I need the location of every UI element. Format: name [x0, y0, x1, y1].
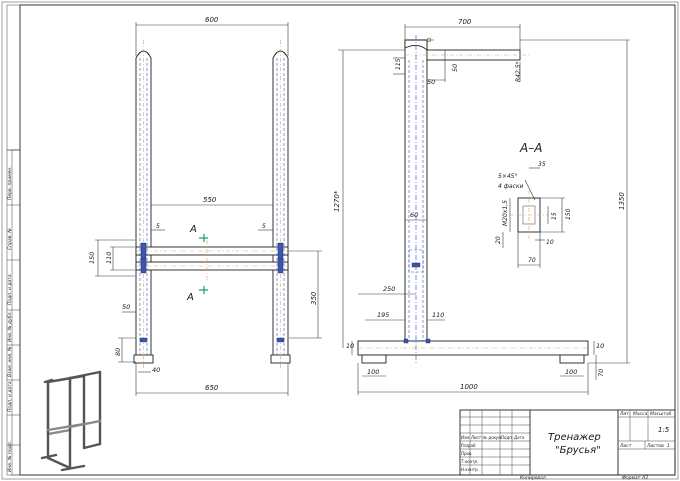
strip-label-5: Взам. инв. № [7, 346, 13, 377]
dim-80: 80 [114, 348, 122, 356]
sheet-label: Лист [619, 443, 632, 449]
row-razrab: Разраб. [461, 443, 477, 448]
drawing-title: Тренажер [548, 432, 601, 443]
dim-5b: 5 [262, 223, 266, 230]
strip-label-6: Подп. и дата [7, 381, 13, 412]
sheets-value: 1 [667, 443, 670, 449]
dim-250: 250 [383, 285, 395, 293]
format-label: Формат [622, 475, 641, 481]
dim-1270: 1270* [333, 190, 341, 212]
dim-350: 350 [310, 291, 318, 305]
section-aa-label: А–А [519, 141, 542, 155]
section-dim-20: 20 [495, 236, 502, 244]
dim-40: 40 [152, 366, 160, 374]
dim-50a: 50 [451, 64, 459, 72]
row-tkontr: Т.контр. [461, 459, 478, 464]
copied-label: Копировал [520, 475, 546, 481]
section-dim-10: 10 [546, 239, 554, 246]
dim-600: 600 [205, 16, 219, 24]
sheets-label: Листов [646, 443, 664, 449]
section-chamfer: 5×45° [498, 173, 517, 180]
dim-70: 70 [597, 369, 605, 377]
section-dim-m20: M20x1,5 [502, 200, 509, 226]
section-dim-15: 15 [551, 212, 558, 220]
dim-50: 50 [122, 303, 130, 311]
dim-r425: R42,5* [515, 61, 522, 82]
title-block: Изм. Разраб. Пров. Т.контр. Н.контр. Лис… [459, 409, 676, 481]
dim-10b: 10 [596, 342, 604, 350]
section-dim-150: 150 [565, 208, 572, 220]
section-dim-70: 70 [528, 257, 536, 264]
left-strip: Перв. примен. Справ. № Подп. и дата Инв.… [6, 4, 21, 476]
row-prov: Пров. [461, 451, 473, 456]
dim-550: 550 [203, 196, 217, 204]
strip-label-7: Инв. № подл. [7, 441, 13, 472]
section-aa: А–А 35 5×45° 4 фаски M20x1,5 20 15 150 1… [495, 141, 572, 268]
foot-right [559, 354, 585, 364]
dim-110: 110 [105, 252, 113, 264]
section-mark-top: А [189, 224, 197, 235]
scale-value: 1:5 [658, 426, 670, 434]
format-value: A3 [641, 475, 648, 481]
side-view: 700 50 50 115 R42,5* 1270* 1350 60 250 1… [333, 18, 630, 395]
strip-label-1: Перв. примен. [7, 166, 13, 200]
strip-label-4: Инв. № дубл. [7, 311, 13, 342]
row-nkontr: Н.контр. [461, 467, 479, 472]
row-izm: Изм. [461, 435, 470, 440]
front-view: 600 550 5 5 А А 150 110 350 50 [88, 16, 322, 396]
lit-header: Лит. [619, 411, 630, 417]
scale-header: Масштаб [650, 411, 672, 417]
section-mark-bottom: А [186, 292, 194, 303]
dim-700: 700 [458, 18, 472, 26]
isometric-parallel-bars-icon [40, 370, 102, 472]
strip-label-2: Справ. № [7, 228, 13, 250]
header-doc: № докум. [482, 435, 503, 440]
section-dim-35: 35 [538, 161, 546, 168]
dim-110: 110 [432, 311, 444, 319]
dim-5a: 5 [156, 223, 160, 230]
dim-150: 150 [88, 252, 96, 264]
dim-50b: 50 [427, 78, 435, 86]
header-sign: Подп. [501, 435, 513, 440]
dim-115: 115 [395, 58, 402, 70]
dim-60: 60 [410, 211, 418, 219]
foot-left [361, 354, 387, 364]
strip-label-3: Подп. и дата [7, 274, 13, 305]
dim-10a: 10 [346, 342, 354, 350]
header-sheet: Лист [470, 435, 482, 440]
dim-1000: 1000 [460, 383, 478, 391]
dim-195: 195 [377, 311, 389, 319]
drawing-subtitle: "Брусья" [555, 445, 601, 456]
dim-650: 650 [205, 384, 219, 392]
dim-100b: 100 [565, 368, 577, 376]
dim-100a: 100 [367, 368, 379, 376]
header-date: Дата [513, 435, 525, 440]
section-chamfer-note: 4 фаски [498, 183, 523, 190]
dim-1350: 1350 [618, 192, 626, 210]
mass-header: Масса [633, 411, 648, 417]
